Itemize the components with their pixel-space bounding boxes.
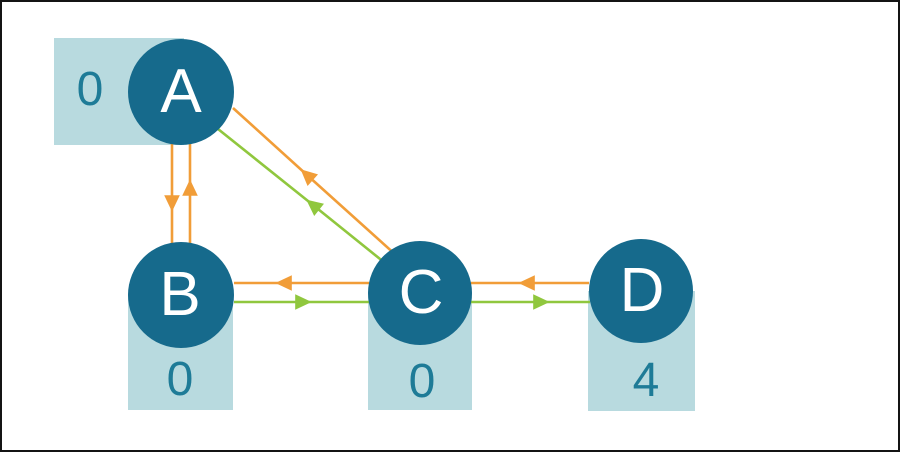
node-b-value: 0 <box>167 353 194 406</box>
node-a-circle <box>128 39 234 145</box>
node-b-circle <box>128 242 234 348</box>
node-c-value: 0 <box>409 355 436 408</box>
node-b-label: B <box>159 260 200 329</box>
node-a-label: A <box>160 57 202 126</box>
node-d-circle <box>589 239 693 343</box>
node-a-value: 0 <box>77 63 104 116</box>
edge-c-to-a-green <box>217 127 386 265</box>
edge-c-to-a-orange <box>232 107 398 257</box>
node-d-value: 4 <box>633 354 660 407</box>
node-c-circle <box>368 241 472 345</box>
node-d-label: D <box>620 256 665 325</box>
node-c-label: C <box>399 258 444 327</box>
